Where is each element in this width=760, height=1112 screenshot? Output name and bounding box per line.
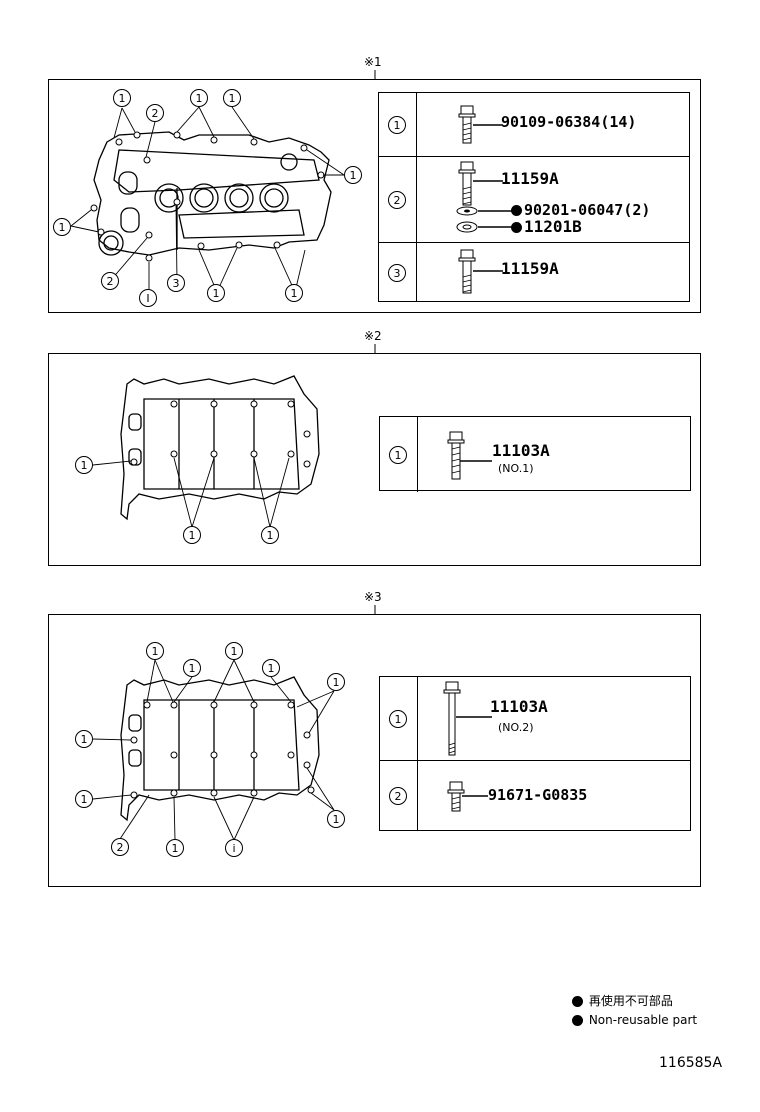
part-note: (NO.1) xyxy=(498,462,534,475)
panel-section-1: 1 2 1 1 1 1 2 I 3 1 1 1 90109-06384(14) … xyxy=(48,79,701,313)
row-index: 2 xyxy=(389,787,407,805)
callout-3: 3 xyxy=(167,274,185,292)
leader-line xyxy=(478,226,512,228)
row-index: 1 xyxy=(389,709,407,728)
leader-line xyxy=(462,795,488,797)
flange-bolt-icon xyxy=(458,249,476,294)
callout-1: 1 xyxy=(183,659,201,677)
callout-2: 2 xyxy=(111,838,129,856)
non-reusable-dot-icon xyxy=(511,222,522,233)
long-bolt-icon xyxy=(443,681,461,756)
cylinder-head-bottom-drawing xyxy=(92,659,335,841)
washer-icon xyxy=(456,221,478,233)
table-row: 1 90109-06384(14) xyxy=(379,93,689,156)
part-note: (NO.2) xyxy=(498,721,534,734)
leader-line xyxy=(456,716,492,718)
part-number-text: 11201B xyxy=(524,217,582,236)
legend-item-jp: 再使用不可部品 xyxy=(572,992,673,1009)
callout-1: 1 xyxy=(207,284,225,302)
catalog-number: 116585A xyxy=(659,1055,723,1071)
row-index: 3 xyxy=(388,263,406,282)
leader-line xyxy=(478,210,512,212)
callout-1: 1 xyxy=(146,642,164,660)
row-index-cell: 2 xyxy=(380,761,418,831)
panel-section-3: 1 1 1 1 1 1 1 1 2 1 i 1 11103A (NO.2) 2 xyxy=(48,614,701,887)
callout-2: 2 xyxy=(146,104,164,122)
callout-1: 1 xyxy=(225,642,243,660)
callout-1: 1 xyxy=(53,218,71,236)
callout-1: 1 xyxy=(261,526,279,544)
callout-1: 1 xyxy=(75,456,93,474)
part-number: 11159A xyxy=(501,169,559,188)
flange-bolt-icon xyxy=(447,781,465,812)
legend-label: Non-reusable part xyxy=(588,1013,698,1027)
callout-1: 1 xyxy=(75,730,93,748)
callout-1: 1 xyxy=(113,89,131,107)
callout-1: 1 xyxy=(344,166,362,184)
row-index-cell: 1 xyxy=(379,93,417,156)
leader-line xyxy=(473,180,503,182)
non-reusable-dot-icon xyxy=(572,996,583,1007)
row-index: 1 xyxy=(389,445,407,464)
part-number: 11159A xyxy=(501,259,559,278)
panel-section-2: 1 1 1 1 11103A (NO.1) xyxy=(48,353,701,566)
table-row: 1 11103A (NO.1) xyxy=(380,417,690,492)
parts-table-3: 1 11103A (NO.2) 2 91671-G0835 xyxy=(379,676,691,831)
section-3-mark: ※3 xyxy=(364,590,382,604)
stud-bolt-icon xyxy=(447,431,465,480)
leader-line xyxy=(473,124,503,126)
non-reusable-dot-icon xyxy=(511,205,522,216)
row-index-cell: 1 xyxy=(380,677,418,760)
section-2-mark: ※2 xyxy=(364,329,382,343)
flange-bolt-icon xyxy=(458,161,476,206)
part-number: 90201-06047(2) xyxy=(511,201,650,219)
part-number: 11201B xyxy=(511,217,582,236)
callout-1: 1 xyxy=(262,659,280,677)
callout-1: 1 xyxy=(166,839,184,857)
part-number: 11103A xyxy=(492,441,550,460)
callout-1: 1 xyxy=(285,284,303,302)
table-row: 2 91671-G0835 xyxy=(380,760,690,831)
callout-i: i xyxy=(225,839,243,857)
part-number: 90109-06384(14) xyxy=(501,113,637,131)
part-number: 91671-G0835 xyxy=(488,786,588,804)
washer-icon xyxy=(456,206,478,216)
callout-i: I xyxy=(139,289,157,307)
callout-1: 1 xyxy=(223,89,241,107)
cylinder-head-cover-drawing xyxy=(70,106,345,293)
non-reusable-dot-icon xyxy=(572,1015,583,1026)
flange-bolt-icon xyxy=(458,105,476,144)
callout-1: 1 xyxy=(183,526,201,544)
part-number: 11103A xyxy=(490,697,548,716)
row-index-cell: 1 xyxy=(380,417,418,492)
legend-item-en: Non-reusable part xyxy=(572,1013,697,1027)
callout-1: 1 xyxy=(327,810,345,828)
table-row: 1 11103A (NO.2) xyxy=(380,677,690,760)
row-index: 2 xyxy=(388,190,406,209)
cylinder-head-bottom-drawing xyxy=(92,375,320,528)
leader-line xyxy=(473,270,503,272)
part-number-text: 90201-06047(2) xyxy=(524,201,651,219)
callout-1: 1 xyxy=(75,790,93,808)
callout-1: 1 xyxy=(190,89,208,107)
parts-table-1: 1 90109-06384(14) 2 11159A 90201-06047(2… xyxy=(378,92,690,302)
table-row: 3 11159A xyxy=(379,242,689,302)
row-index-cell: 3 xyxy=(379,243,417,302)
callout-2: 2 xyxy=(101,272,119,290)
parts-table-2: 1 11103A (NO.1) xyxy=(379,416,691,492)
row-index: 1 xyxy=(388,115,406,134)
section-1-mark: ※1 xyxy=(364,55,382,69)
table-row: 2 11159A 90201-06047(2) 11201B xyxy=(379,156,689,242)
leader-line xyxy=(460,460,492,462)
legend-label: 再使用不可部品 xyxy=(588,994,673,1008)
callout-1: 1 xyxy=(327,673,345,691)
row-index-cell: 2 xyxy=(379,157,417,242)
